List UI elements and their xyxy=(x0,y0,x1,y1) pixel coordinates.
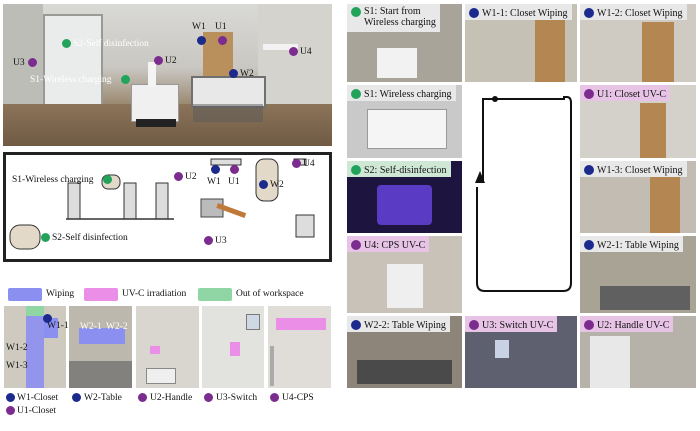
grid-cell-w1-2: W1-2: Closet Wiping xyxy=(580,4,696,82)
photo-w2-dot xyxy=(229,69,238,78)
grid-s2-caption: S2: Self-disinfection xyxy=(364,164,447,176)
legend-out-swatch xyxy=(198,288,232,301)
thumb-w1-3-label: W1-3 xyxy=(6,361,28,371)
key-u3-dot xyxy=(204,393,213,402)
fp-s2-label: S2-Self disinfection xyxy=(52,233,128,243)
grid-w1-2-caption: W1-2: Closet Wiping xyxy=(597,7,683,19)
key-u4-dot xyxy=(270,393,279,402)
thumb-w1-1-label: W1-1 xyxy=(47,321,69,331)
legend-wiping-swatch xyxy=(8,288,42,301)
grid-cell-u3: U3: Switch UV-C xyxy=(465,316,577,388)
fp-u1-label: U1 xyxy=(228,177,240,187)
thumb-table xyxy=(69,306,132,388)
grid-w2-1-caption: W2-1: Table Wiping xyxy=(597,239,679,251)
photo-w1-dot xyxy=(197,36,206,45)
fp-u2-label: U2 xyxy=(185,172,197,182)
grid-w1-1-caption: W1-1: Closet Wiping xyxy=(482,7,568,19)
fp-s1-label: S1-Wireless charging xyxy=(12,175,94,185)
thumb-handle xyxy=(136,306,199,388)
photo-w1-label: W1 xyxy=(192,22,206,32)
legend-out-label: Out of workspace xyxy=(236,289,304,299)
photo-u3-dot xyxy=(28,58,37,67)
robot-path xyxy=(475,96,572,292)
fp-w1-label: W1 xyxy=(207,177,221,187)
grid-s1-start-line1: S1: Start from xyxy=(364,6,421,17)
thumb-w1-1-dot xyxy=(43,314,52,323)
grid-cell-w1-3: W1-3: Closet Wiping xyxy=(580,161,696,233)
grid-u4-caption: U4: CPS UV-C xyxy=(364,239,426,251)
key-w2-dot xyxy=(72,393,81,402)
photo-u1-label: U1 xyxy=(215,22,227,32)
key-w1-dot xyxy=(6,393,15,402)
photo-s1-label: S1-Wireless charging xyxy=(30,75,112,85)
key-u1-label: U1-Closet xyxy=(17,406,57,416)
thumb-w1-2-label: W1-2 xyxy=(6,343,28,353)
key-u2-dot xyxy=(138,393,147,402)
fp-u4-label: U4 xyxy=(303,159,315,169)
fp-u1-dot xyxy=(230,165,239,174)
legend-uvc-label: UV-C irradiation xyxy=(122,289,187,299)
thumb-closet xyxy=(4,306,66,388)
thumb-cps xyxy=(268,306,331,388)
grid-u1-caption: U1: Closet UV-C xyxy=(597,88,667,100)
grid-cell-s2: S2: Self-disinfection xyxy=(347,161,462,233)
legend-uvc-swatch xyxy=(84,288,118,301)
photo-u3-label: U3 xyxy=(13,58,25,68)
grid-u3-caption: U3: Switch UV-C xyxy=(482,319,554,331)
key-u3-label: U3-Switch xyxy=(216,393,258,403)
fp-u4-dot xyxy=(292,159,301,168)
photo-w2-label: W2 xyxy=(240,69,254,79)
photo-u1-dot xyxy=(218,36,227,45)
photo-s1-dot xyxy=(121,75,130,84)
grid-cell-u4: U4: CPS UV-C xyxy=(347,236,462,313)
fp-u2-dot xyxy=(174,172,183,181)
thumb-switch xyxy=(202,306,264,388)
grid-w1-3-caption: W1-3: Closet Wiping xyxy=(597,164,683,176)
grid-s1-charging-caption: S1: Wireless charging xyxy=(364,88,452,100)
photo-s2-dot xyxy=(62,39,71,48)
grid-cell-s1-start: S1: Start from Wireless charging xyxy=(347,4,462,82)
thumb-w2-1-label: W2-1 xyxy=(80,322,102,332)
grid-cell-w2-1: W2-1: Table Wiping xyxy=(580,236,696,313)
grid-u2-caption: U2: Handle UV-C xyxy=(597,319,670,331)
fp-s1-dot xyxy=(103,175,112,184)
photo-u4-dot xyxy=(289,47,298,56)
floor-plan xyxy=(3,152,332,262)
fp-w1-dot xyxy=(211,165,220,174)
room-photo xyxy=(3,4,332,146)
grid-cell-w1-1: W1-1: Closet Wiping xyxy=(465,4,577,82)
key-u2-label: U2-Handle xyxy=(150,393,193,403)
key-w1-label: W1-Closet xyxy=(17,393,59,403)
grid-cell-u2: U2: Handle UV-C xyxy=(580,316,696,388)
path-diagram-panel xyxy=(465,85,577,313)
fp-w2-dot xyxy=(259,180,268,189)
key-w2-label: W2-Table xyxy=(84,393,122,403)
key-u1-dot xyxy=(6,406,15,415)
legend-wiping-label: Wiping xyxy=(46,289,75,299)
photo-u4-label: U4 xyxy=(300,47,312,57)
grid-cell-s1-charging: S1: Wireless charging xyxy=(347,85,462,158)
fp-u3-label: U3 xyxy=(215,236,227,246)
grid-cell-w2-2: W2-2: Table Wiping xyxy=(347,316,462,388)
grid-s1-start-line2: Wireless charging xyxy=(364,17,436,28)
thumb-w2-2-label: W2-2 xyxy=(106,322,128,332)
key-u4-label: U4-CPS xyxy=(282,393,314,403)
fp-w2-label: W2 xyxy=(270,180,284,190)
grid-cell-u1: U1: Closet UV-C xyxy=(580,85,696,158)
photo-u2-label: U2 xyxy=(165,56,177,66)
fp-s2-dot xyxy=(41,233,50,242)
photo-u2-dot xyxy=(154,56,163,65)
fp-u3-dot xyxy=(204,236,213,245)
photo-s2-label: S2-Self disinfection xyxy=(73,39,149,49)
floor-plan-walls xyxy=(9,158,315,250)
grid-w2-2-caption: W2-2: Table Wiping xyxy=(364,319,446,331)
